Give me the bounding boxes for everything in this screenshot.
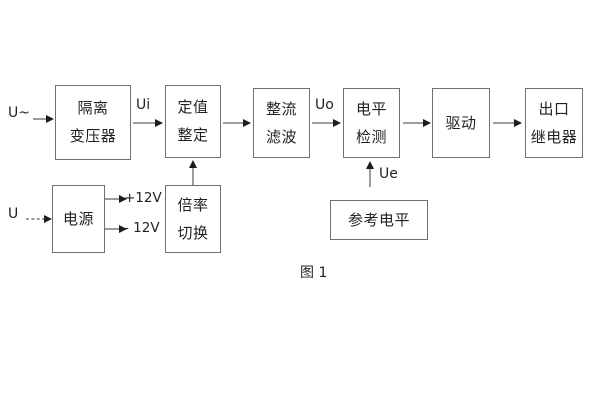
arrow-reference-level-to-level-detection [364,161,376,187]
block-ratio-switch: 倍率 切换 [165,185,221,253]
block-drive: 驱动 [432,88,490,158]
figure-caption: 图 1 [300,265,328,281]
block-line-1: 电平 [355,99,387,118]
block-line-1: 参考电平 [347,210,410,229]
block-line-1: 驱动 [445,113,477,132]
block-reference-level: 参考电平 [330,200,428,240]
arrow-rectify-filter-to-level-detection [312,117,341,129]
block-line-2: 滤波 [265,127,297,146]
block-line-2: 整定 [177,126,209,144]
input-label-ac: U~ [8,105,30,121]
block-line-1: 隔离 [77,99,109,117]
arrow-isolation-transformer-to-setting-value [133,117,163,129]
arrow-rail-negative [105,223,127,235]
block-line-2: 检测 [355,127,387,146]
rail-label-negative: - 12V [124,220,160,236]
block-level-detection: 电平 检测 [343,88,400,158]
block-line-1: 出口 [538,99,570,118]
block-setting-value: 定值 整定 [165,85,221,158]
block-line-2: 变压器 [69,127,117,145]
signal-label-ui: Ui [136,97,151,113]
block-line-2: 继电器 [530,127,578,146]
arrow-drive-to-output-relay [493,117,522,129]
signal-label-ue: Ue [379,166,398,182]
block-line-1: 定值 [177,98,209,116]
arrow-input-to-power-supply [26,213,52,225]
signal-label-uo: Uo [315,97,334,113]
block-line-1: 电源 [62,209,94,228]
arrow-input-to-isolation-transformer [33,113,54,125]
rail-label-positive: +12V [124,190,162,206]
block-isolation-transformer: 隔离 变压器 [55,85,131,160]
block-output-relay: 出口 继电器 [525,88,583,158]
block-rectify-filter: 整流 滤波 [253,88,310,158]
block-power-supply: 电源 [52,185,105,253]
block-line-1: 整流 [265,99,297,118]
arrow-level-detection-to-drive [403,117,431,129]
block-line-2: 切换 [177,223,209,242]
block-line-1: 倍率 [177,195,209,214]
arrow-setting-value-to-rectify-filter [223,117,251,129]
arrow-rail-positive [105,193,127,205]
input-label-dc: U [8,206,19,222]
arrow-ratio-switch-to-setting-value [187,160,199,185]
